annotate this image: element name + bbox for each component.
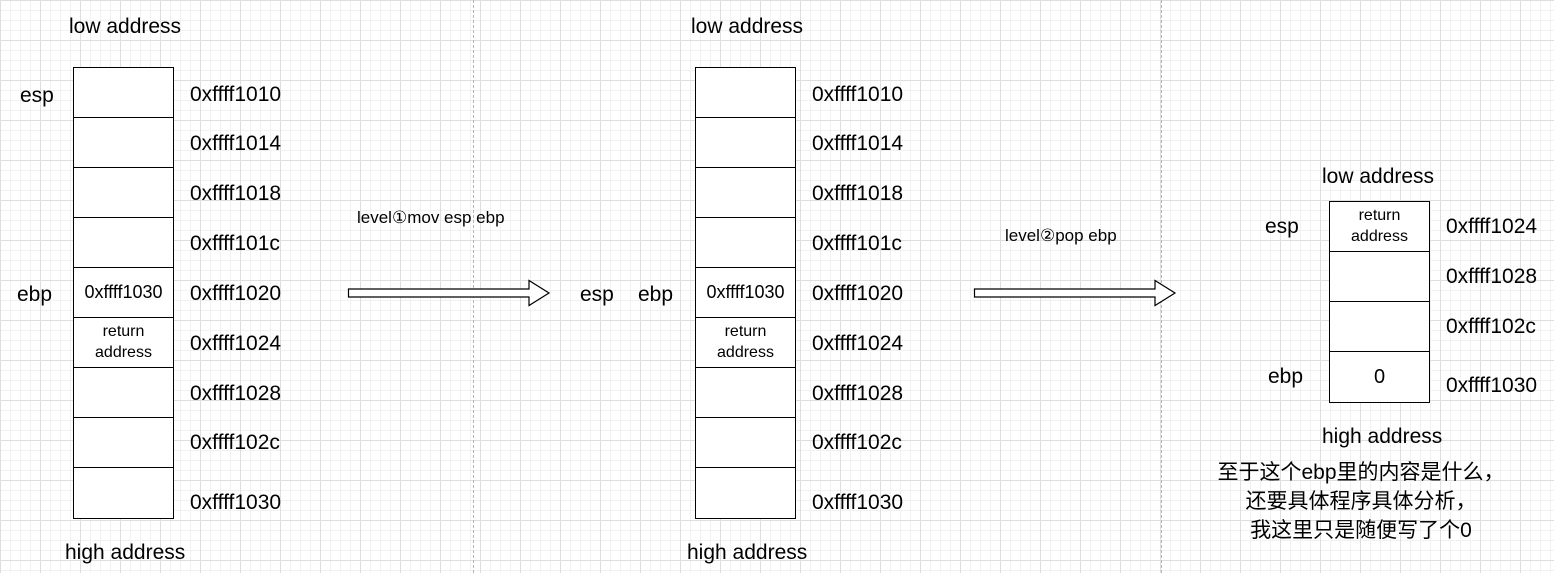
- stack-slot: [696, 218, 795, 268]
- address-label: 0xffff1028: [190, 382, 282, 405]
- high-address-label: high address: [65, 541, 186, 564]
- saved-ebp-slot: 0xffff1030: [696, 268, 795, 318]
- stack-slot: [74, 368, 173, 418]
- step-2-label: level②pop ebp: [1005, 226, 1117, 245]
- address-label: 0xffff102c: [812, 431, 902, 454]
- stack-slot: [74, 68, 173, 118]
- address-label: 0xffff1010: [812, 83, 904, 106]
- address-label: 0xffff1030: [812, 491, 904, 514]
- low-address-label: low address: [69, 15, 182, 38]
- stack-slot: [74, 418, 173, 468]
- stack-slot: [696, 168, 795, 218]
- stack-slot: [74, 218, 173, 268]
- address-label: 0xffff1024: [812, 332, 904, 355]
- esp-label: esp: [580, 283, 614, 306]
- stack-slot: [696, 468, 795, 518]
- address-label: 0xffff1028: [812, 382, 904, 405]
- stack-slot: [1330, 252, 1429, 302]
- esp-label: esp: [1265, 215, 1299, 238]
- ebp-label: ebp: [1268, 365, 1304, 388]
- stack-slot: [696, 368, 795, 418]
- high-address-label: high address: [1322, 425, 1443, 448]
- high-address-label: high address: [687, 541, 808, 564]
- low-address-label: low address: [1322, 165, 1435, 188]
- address-label: 0xffff1024: [1446, 215, 1538, 238]
- address-label: 0xffff1018: [190, 182, 282, 205]
- right-arrow-icon: [973, 279, 1177, 307]
- address-label: 0xffff1024: [190, 332, 282, 355]
- explanation-note: 至于这个ebp里的内容是什么， 还要具体程序具体分析， 我这里只是随便写了个0: [1206, 458, 1516, 545]
- ebp-label: ebp: [638, 283, 674, 306]
- right-arrow-icon: [347, 279, 551, 307]
- saved-ebp-slot: 0xffff1030: [74, 268, 173, 318]
- note-line: 我这里只是随便写了个0: [1250, 519, 1472, 542]
- address-label: 0xffff1020: [812, 282, 904, 305]
- low-address-label: low address: [691, 15, 804, 38]
- note-line: 至于这个ebp里的内容是什么，: [1217, 461, 1505, 484]
- panel-divider-1: [473, 0, 474, 573]
- stack-slot: [696, 418, 795, 468]
- stack-slot: [696, 118, 795, 168]
- address-label: 0xffff1018: [812, 182, 904, 205]
- address-label: 0xffff1030: [1446, 374, 1538, 397]
- address-label: 0xffff102c: [1446, 315, 1536, 338]
- stack-slot: [74, 468, 173, 518]
- address-label: 0xffff1030: [190, 491, 282, 514]
- address-label: 0xffff1014: [812, 132, 904, 155]
- esp-label: esp: [20, 84, 54, 107]
- address-label: 0xffff1020: [190, 282, 282, 305]
- note-line: 还要具体程序具体分析，: [1245, 490, 1477, 513]
- stack-slot: [1330, 302, 1429, 352]
- address-label: 0xffff1014: [190, 132, 282, 155]
- stack-slot: [74, 118, 173, 168]
- address-label: 0xffff101c: [812, 232, 902, 255]
- address-label: 0xffff1028: [1446, 265, 1538, 288]
- ebp-value-slot: 0: [1373, 365, 1386, 388]
- ebp-label: ebp: [17, 283, 53, 306]
- address-label: 0xffff101c: [190, 232, 280, 255]
- address-label: 0xffff102c: [190, 431, 280, 454]
- stack-slot: [696, 68, 795, 118]
- step-1-label: level①mov esp ebp: [357, 208, 505, 227]
- address-label: 0xffff1010: [190, 83, 282, 106]
- stack-slot: [74, 168, 173, 218]
